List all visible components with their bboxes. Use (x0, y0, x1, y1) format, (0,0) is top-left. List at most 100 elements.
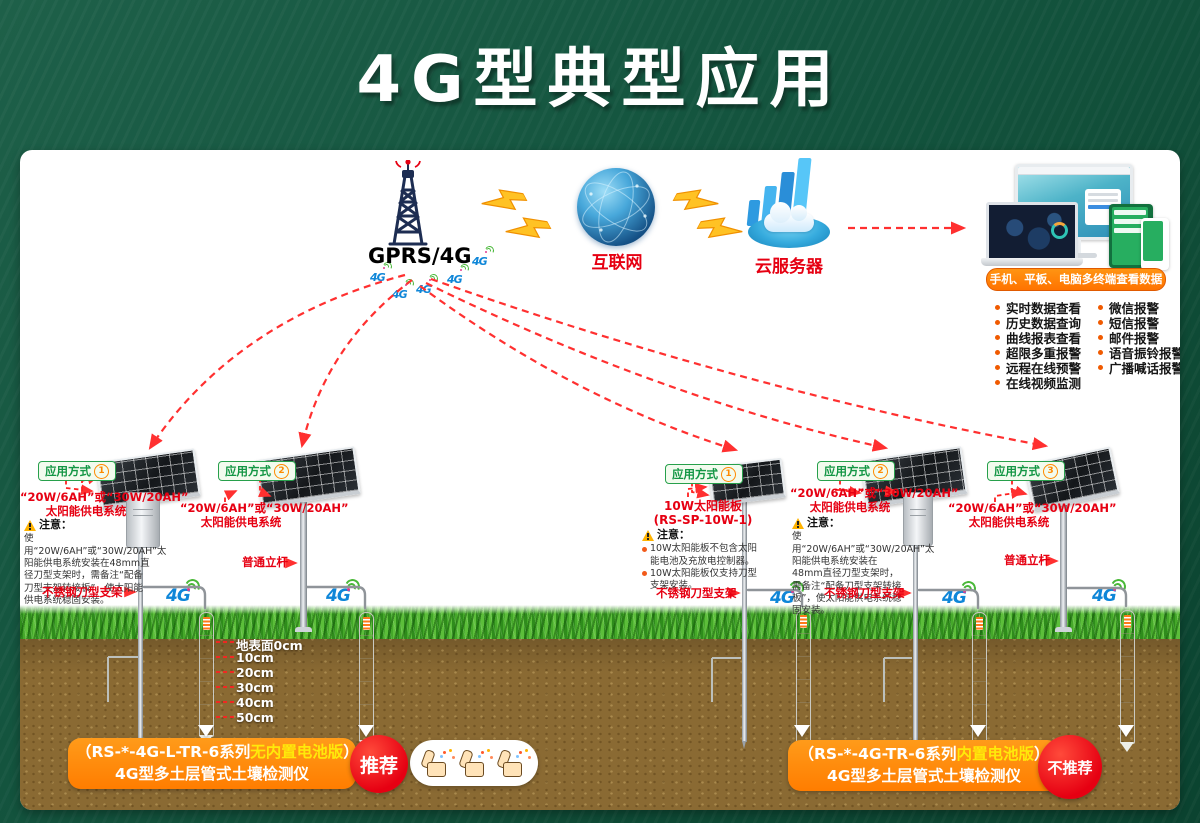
soil-probe (972, 612, 987, 750)
lightning-icon (501, 206, 554, 253)
soil-probe (199, 612, 214, 745)
method-label: 应用方式 (225, 464, 271, 478)
feature-label: 微信报警 (1109, 301, 1160, 316)
cloud-server-label: 云服务器 (755, 257, 823, 277)
soil-probe (359, 612, 374, 750)
phone (1141, 218, 1169, 270)
bullet-icon (1098, 305, 1103, 310)
ordinary-pole (295, 502, 312, 632)
power-system-label: “20W/6AH”或“30W/20AH”太阳能供电系统 (790, 486, 959, 514)
lightning-icon (477, 178, 530, 225)
4g-logo: 4G (1092, 577, 1128, 608)
warning-icon (792, 517, 804, 529)
bullet-icon (995, 365, 1000, 370)
4g-logo: 4G (166, 577, 202, 608)
product-label-with-battery: （RS-*-4G-TR-6系列内置电池版） 4G型多土层管式土壤检测仪 (788, 740, 1060, 792)
mount-label: 普通立杆 (242, 555, 288, 569)
thumbs-up-icon (496, 748, 525, 777)
soil-probe (1120, 610, 1135, 752)
method-number: 1 (721, 466, 736, 482)
laptop (981, 202, 1083, 268)
down-arrow-icon (1118, 725, 1134, 737)
not-recommended-badge: 不推荐 (1038, 735, 1102, 799)
4g-logo: 4G (416, 272, 440, 296)
product-label-no-battery: （RS-*-4G-L-TR-6系列无内置电池版） 4G型多土层管式土壤检测仪 (68, 738, 359, 790)
controller-box (903, 492, 933, 546)
feature-item: 语音振铃报警 (1098, 345, 1180, 361)
warning-note: 注意： 使用“20W/6AH”或“30W/20AH”太阳能供电系统安装在48mm… (24, 518, 167, 607)
feature-item: 邮件报警 (1098, 330, 1180, 346)
feature-label: 短信报警 (1109, 316, 1160, 331)
devices-caption: 手机、平板、电脑多终端查看数据 (986, 268, 1166, 291)
power-system-label: “20W/6AH”或“30W/20AH”太阳能供电系统 (948, 501, 1117, 529)
gprs-4g-label: GPRS/4G (368, 244, 472, 268)
recommended-badge: 推荐 (350, 735, 408, 793)
thumbs-up-icon (458, 748, 487, 777)
feature-item: 广播喊话报警 (1098, 360, 1180, 376)
method-label: 应用方式 (994, 464, 1040, 478)
down-arrow-icon (358, 725, 374, 737)
feature-list-col2: 微信报警 短信报警 邮件报警 语音振铃报警 广播喊话报警 (1098, 300, 1180, 376)
4g-logo: 4G (942, 579, 978, 610)
bullet-icon (1098, 320, 1103, 325)
multi-terminal-devices (981, 164, 1169, 270)
depth-label: 10cm (236, 650, 274, 665)
mount-label: 普通立杆 (1004, 553, 1050, 567)
mount-label: 不锈钢刀型支架 (824, 586, 905, 600)
bullet-icon (1098, 365, 1103, 370)
content-panel: GPRS/4G 互联网 (20, 150, 1180, 810)
mount-label: 不锈钢刀型支架 (42, 585, 123, 599)
knife-bracket-pole (913, 543, 918, 749)
feature-label: 邮件报警 (1109, 331, 1160, 346)
method-label: 应用方式 (672, 467, 718, 481)
feature-item: 短信报警 (1098, 315, 1180, 331)
4g-logo: 4G (447, 262, 471, 286)
feature-label: 语音振铃报警 (1109, 346, 1180, 361)
power-system-label: “20W/6AH”或“30W/20AH”太阳能供电系统 (180, 501, 349, 529)
feature-item: 微信报警 (1098, 300, 1180, 316)
bullet-icon (995, 350, 1000, 355)
feature-label: 在线视频监测 (1006, 376, 1082, 391)
down-arrow-icon (198, 725, 214, 737)
method-number: 3 (1043, 463, 1058, 479)
lightning-icon (695, 206, 748, 253)
internet-label: 互联网 (591, 253, 643, 273)
warning-note-10w: 注意： 10W太阳能板不包含太阳能电池及充放电控制器。 10W太阳能板仅支持刀型… (642, 528, 764, 593)
power-system-label: 10W太阳能板(RS-SP-10W-1) (653, 499, 753, 528)
method-number: 2 (274, 463, 289, 479)
internet-globe-icon (577, 168, 655, 246)
bullet-icon (995, 305, 1000, 310)
gprs-tower-icon (372, 159, 444, 252)
depth-label: 40cm (236, 695, 274, 710)
bullet-icon (1098, 335, 1103, 340)
knife-bracket-pole (742, 494, 747, 749)
bullet-icon (995, 335, 1000, 340)
4g-logo: 4G (392, 277, 416, 301)
warning-note: 注意： 使用“20W/6AH”或“30W/20AH”太阳能供电系统安装在48mm… (792, 516, 935, 617)
method-number: 2 (873, 463, 888, 479)
warning-icon (24, 519, 36, 531)
4g-logo: 4G (370, 260, 394, 284)
thumbs-up-group (410, 740, 538, 786)
warning-icon (642, 529, 654, 541)
grass-strip (20, 605, 1180, 639)
4g-logo: 4G (326, 577, 362, 608)
depth-label: 20cm (236, 665, 274, 680)
down-arrow-icon (794, 725, 810, 737)
method-number: 1 (94, 463, 109, 479)
down-arrow-icon (970, 725, 986, 737)
4g-logo: 4G (472, 244, 496, 268)
depth-label: 50cm (236, 710, 274, 725)
controller-box (126, 492, 160, 548)
bullet-icon (995, 380, 1000, 385)
lightning-icon (671, 178, 724, 225)
bullet-icon (1098, 350, 1103, 355)
feature-list-col1: 实时数据查看 历史数据查询 曲线报表查看 超限多重报警 远程在线预警 在线视频监… (995, 300, 1082, 391)
method-label: 应用方式 (45, 464, 91, 478)
